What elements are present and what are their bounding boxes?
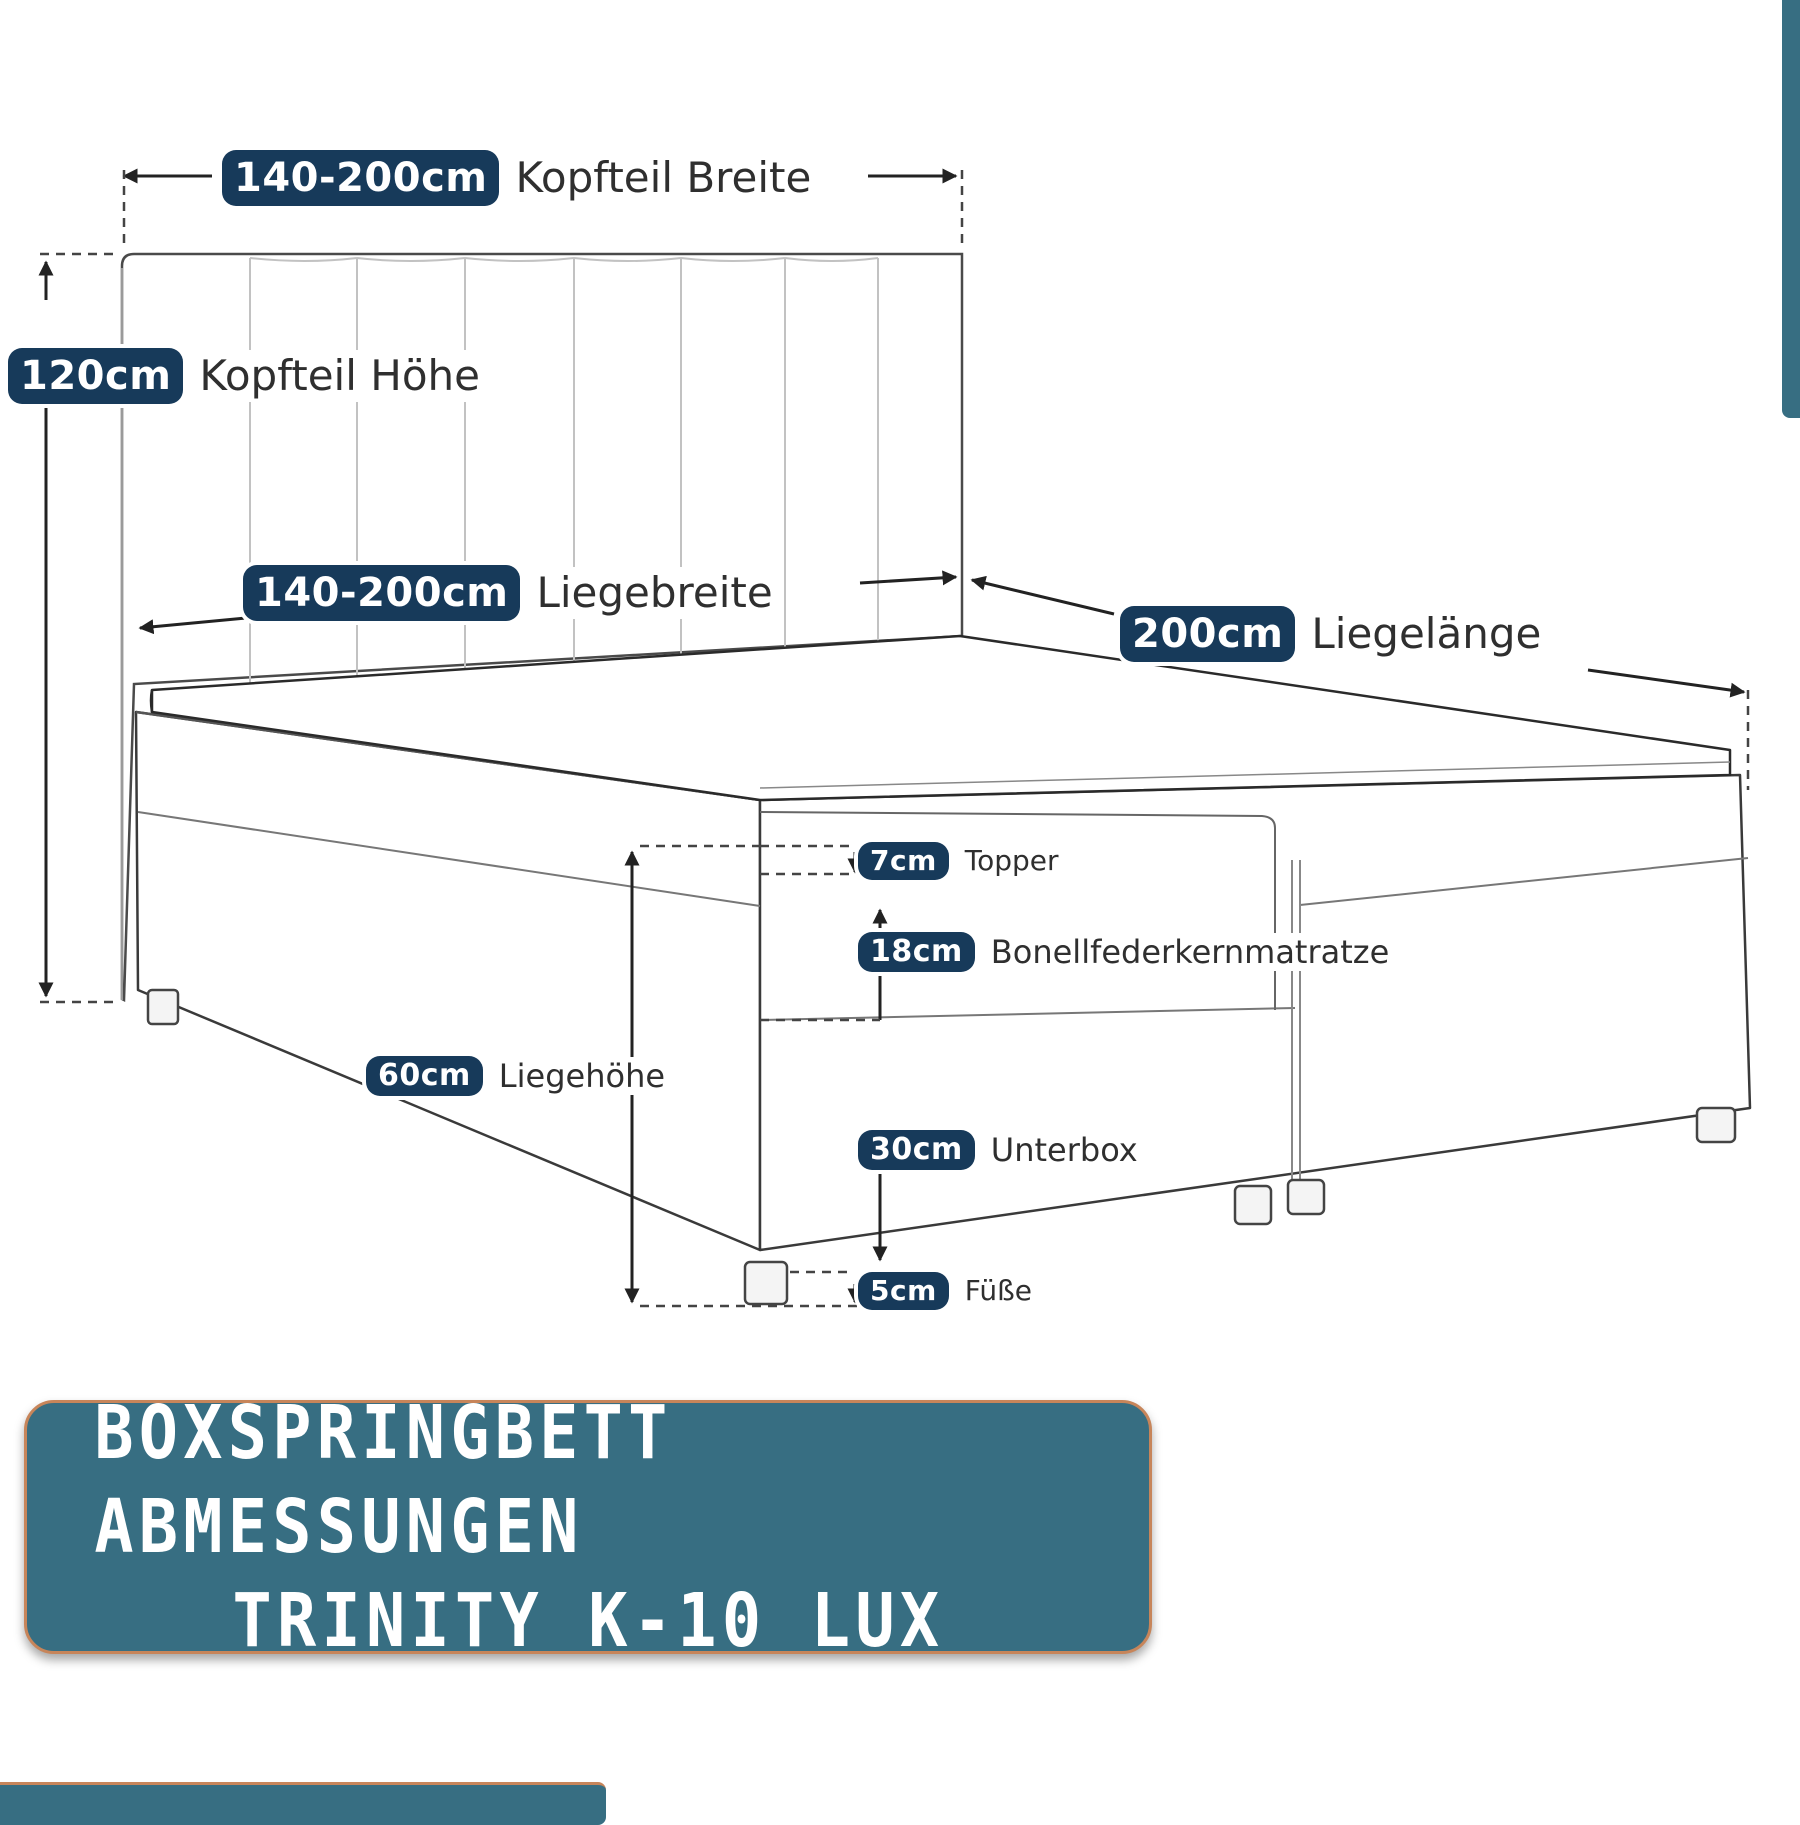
dim-description: Topper — [960, 844, 1063, 878]
headboard — [120, 252, 964, 1002]
title-line-1: BOXSPRINGBETT ABMESSUNGEN — [94, 1390, 673, 1570]
mattress-topper — [149, 634, 1732, 802]
bed-feet — [146, 988, 1737, 1306]
dim-liegebreite: 140-200cm Liegebreite — [243, 565, 777, 621]
dim-description: Liegelänge — [1307, 608, 1546, 660]
dim-description: Unterbox — [986, 1131, 1142, 1169]
dim-fuesse: 5cm Füße — [858, 1272, 1036, 1310]
dim-kopfteil-hoehe: 120cm Kopfteil Höhe — [8, 348, 484, 404]
corner-accent-bar — [1782, 0, 1800, 418]
guide-dashes — [40, 170, 1750, 1308]
dim-description: Liegebreite — [532, 567, 777, 619]
dim-value: 30cm — [858, 1130, 975, 1170]
dim-value: 200cm — [1120, 606, 1296, 662]
dim-value: 140-200cm — [222, 150, 500, 206]
dim-topper: 7cm Topper — [858, 842, 1063, 880]
dim-description: Kopfteil Breite — [511, 152, 816, 204]
dim-value: 60cm — [366, 1056, 483, 1096]
dim-value: 5cm — [858, 1272, 949, 1310]
dim-kopfteil-breite: 140-200cm Kopfteil Breite — [222, 150, 816, 206]
dim-description: Bonellfederkernmatratze — [986, 933, 1394, 971]
dim-description: Liegehöhe — [494, 1057, 670, 1095]
dim-liegelaenge: 200cm Liegelänge — [1120, 606, 1546, 662]
dim-matratze: 18cm Bonellfederkernmatratze — [858, 932, 1394, 972]
title-line-2: TRINITY K-10 LUX — [232, 1578, 944, 1664]
dim-value: 140-200cm — [243, 565, 521, 621]
dim-value: 7cm — [858, 842, 949, 880]
dim-unterbox: 30cm Unterbox — [858, 1130, 1142, 1170]
title-banner: BOXSPRINGBETT ABMESSUNGEN TRINITY K-10 L… — [24, 1390, 1152, 1664]
dim-liegehoehe: 60cm Liegehöhe — [366, 1056, 670, 1096]
dim-description: Füße — [960, 1274, 1036, 1308]
dim-description: Kopfteil Höhe — [195, 350, 484, 402]
dim-value: 18cm — [858, 932, 975, 972]
dim-value: 120cm — [8, 348, 184, 404]
